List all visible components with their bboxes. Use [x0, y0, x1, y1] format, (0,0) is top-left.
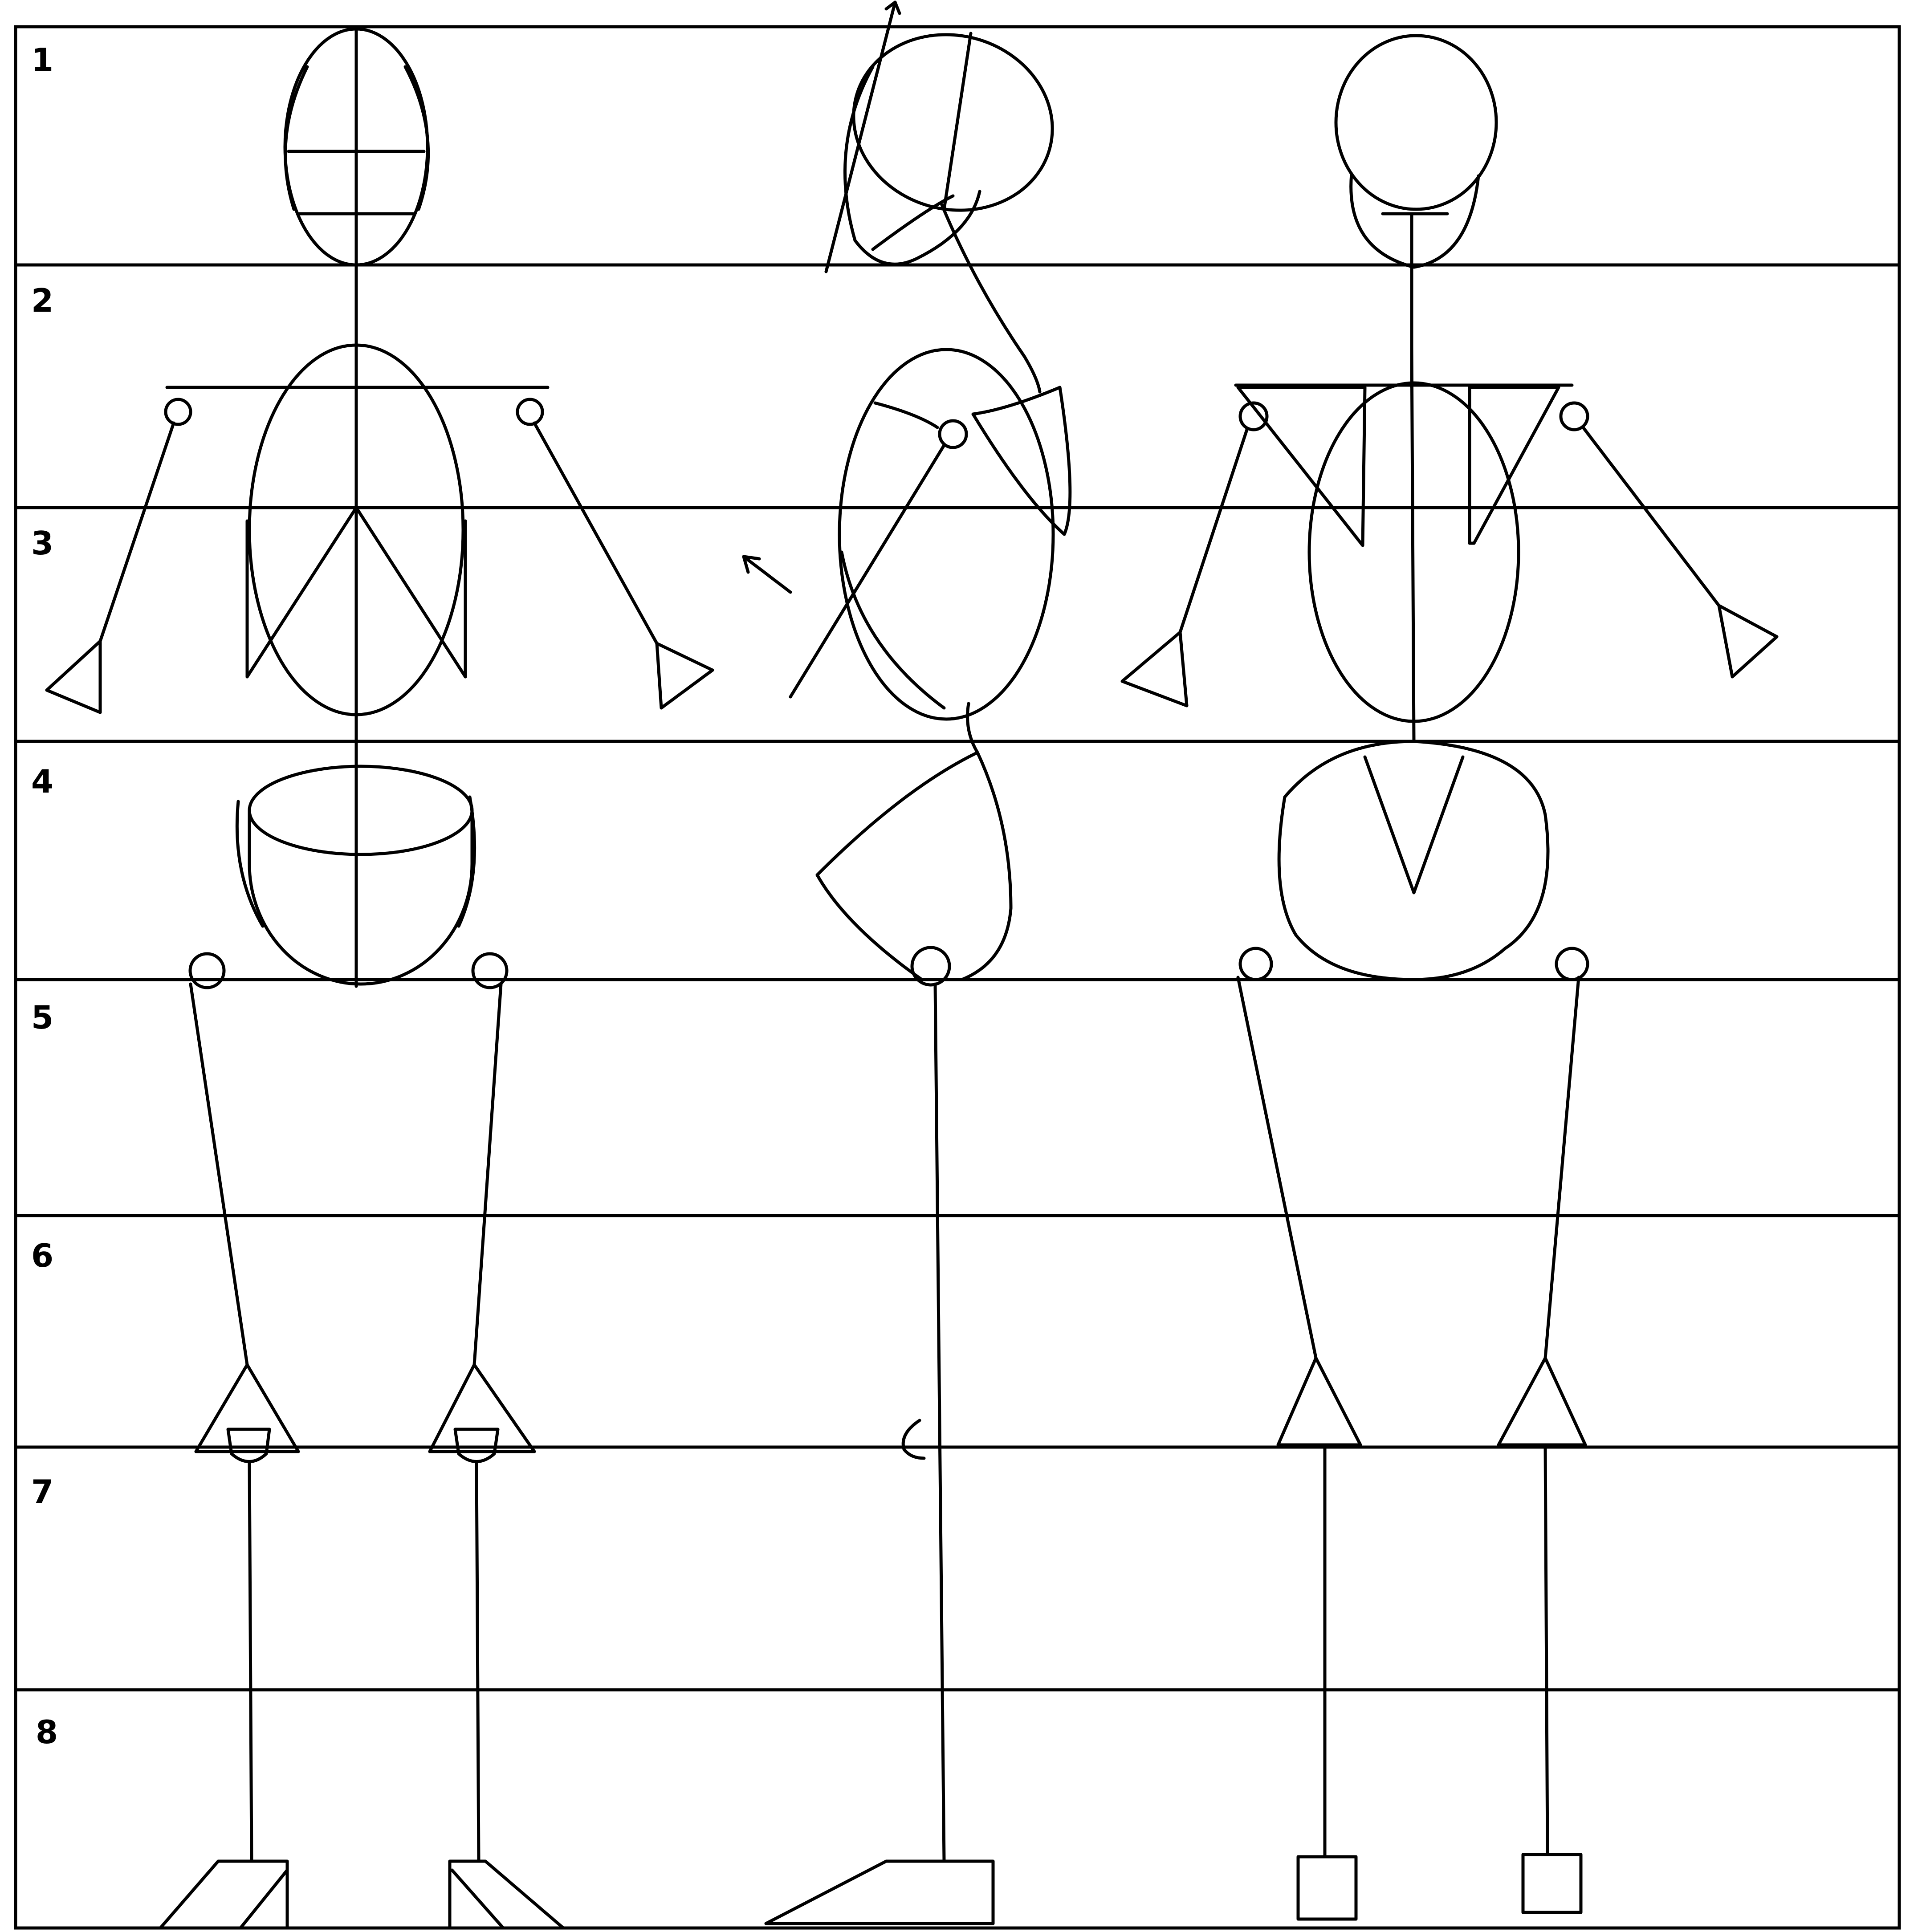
grid — [16, 27, 1899, 1928]
back-thigh-right — [1545, 977, 1579, 1358]
front-arm-right — [534, 423, 657, 643]
front-head-outline — [285, 67, 307, 209]
back-head — [1336, 36, 1496, 209]
side-shoulder-joint — [940, 421, 966, 447]
row-label-5: 5 — [31, 999, 53, 1036]
row-label-3: 3 — [31, 525, 53, 562]
front-knee-left — [196, 1365, 298, 1452]
back-head-jaw — [1351, 174, 1478, 267]
back-foot-right — [1523, 1855, 1581, 1912]
back-knee-right — [1499, 1358, 1585, 1445]
front-kneecap-right — [455, 1429, 498, 1462]
front-hand-right — [657, 643, 713, 708]
side-torso — [839, 350, 1053, 719]
front-arm-left — [100, 423, 174, 641]
front-foot-left-detail — [240, 1870, 287, 1928]
back-view-figure — [1122, 36, 1777, 1919]
back-shoulder-blade-right — [1470, 387, 1559, 543]
row-label-4: 4 — [31, 763, 53, 800]
row-label-6: 6 — [31, 1237, 53, 1274]
front-pelvis-rim — [249, 810, 472, 854]
back-arm-right — [1583, 427, 1719, 606]
front-hip-joint-left — [190, 954, 224, 988]
side-chest-curve — [875, 403, 937, 427]
front-thigh-left — [191, 984, 247, 1365]
front-thigh-right — [474, 984, 501, 1365]
back-arm-left — [1180, 430, 1247, 632]
side-head-axis — [826, 2, 895, 272]
back-foot-left — [1298, 1857, 1356, 1919]
side-kneecap — [903, 1420, 924, 1458]
front-shoulder-joint-right — [517, 399, 542, 424]
back-shoulder-joint-right — [1561, 403, 1588, 430]
front-shin-left — [249, 1463, 252, 1861]
back-shoulder-blade-left — [1238, 387, 1365, 545]
back-sacrum-v — [1365, 757, 1463, 893]
front-foot-right-detail — [452, 1870, 503, 1928]
side-view-figure — [744, 2, 1072, 1924]
front-head-outline-right — [405, 67, 428, 209]
back-pelvis — [1279, 741, 1548, 980]
row-label-8: 8 — [36, 1713, 58, 1751]
front-pelvis — [249, 766, 472, 984]
back-knee-left — [1278, 1358, 1360, 1445]
back-shin-right — [1545, 1445, 1547, 1855]
front-kneecap-left — [228, 1429, 269, 1462]
side-direction-arrow — [744, 557, 790, 592]
front-knee-right — [430, 1365, 534, 1452]
side-leg — [935, 984, 944, 1861]
front-shoulder-joint-left — [166, 399, 191, 424]
front-shin-right — [476, 1463, 479, 1861]
back-hip-joint-left — [1240, 948, 1271, 980]
back-hip-joint-right — [1556, 948, 1588, 980]
back-hand-right — [1719, 606, 1777, 677]
side-head-cranium — [834, 12, 1072, 232]
row-label-2: 2 — [31, 282, 53, 319]
back-thigh-left — [1238, 977, 1316, 1358]
side-foot — [766, 1861, 993, 1924]
row-labels: 1 2 3 4 5 6 7 8 — [31, 41, 58, 1751]
outer-frame — [16, 27, 1899, 1928]
front-foot-right — [450, 1861, 563, 1928]
front-hip-joint-right — [473, 954, 507, 988]
front-hand-left — [47, 641, 100, 712]
back-spine — [1412, 347, 1414, 741]
back-hand-left — [1122, 632, 1187, 706]
side-head-face — [845, 67, 980, 264]
side-pelvis — [817, 752, 1011, 980]
side-head-axis-2 — [944, 33, 971, 209]
side-shoulder-blade — [973, 387, 1070, 534]
row-label-1: 1 — [31, 41, 53, 79]
row-label-7: 7 — [31, 1473, 53, 1510]
side-back-curve — [842, 552, 944, 708]
